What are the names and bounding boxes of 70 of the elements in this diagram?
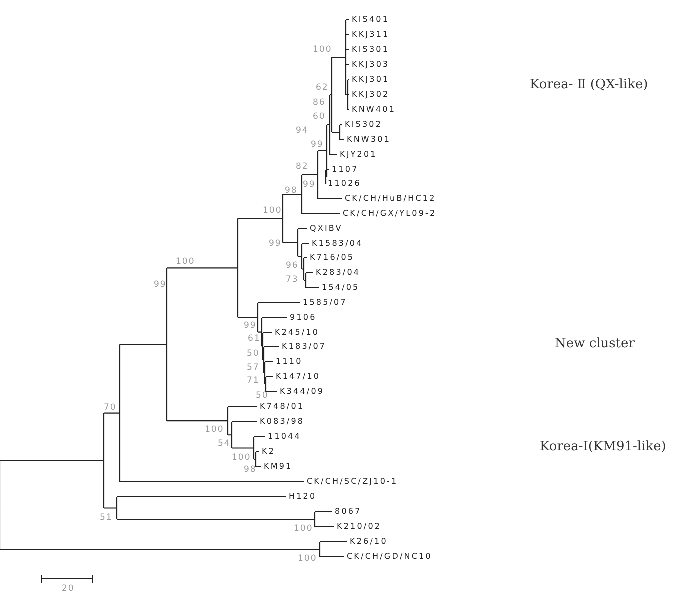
bootstrap-value: 54 (218, 440, 231, 448)
bootstrap-value: 100 (232, 454, 252, 462)
bootstrap-value: 50 (247, 350, 260, 358)
taxon-label: KIS302 (345, 121, 383, 129)
taxon-label: H120 (289, 493, 317, 501)
taxon-label: 1585/07 (303, 299, 348, 307)
bootstrap-value: 71 (247, 377, 260, 386)
bootstrap-value: 98 (285, 187, 298, 196)
clade-label: Korea-I(KM91-like) (540, 440, 666, 454)
clade-label: New cluster (555, 338, 635, 350)
taxon-label: K245/10 (275, 329, 320, 337)
bootstrap-value: 82 (296, 163, 309, 172)
taxon-label: K183/07 (282, 343, 327, 351)
bootstrap-value: 100 (294, 525, 314, 534)
bootstrap-value: 100 (263, 207, 282, 216)
taxon-label: K748/01 (260, 403, 305, 411)
taxon-label: K2 (262, 448, 276, 456)
bootstrap-value: 60 (313, 113, 326, 122)
taxon-label: 154/05 (322, 284, 360, 292)
taxon-label: K083/98 (260, 418, 305, 426)
bootstrap-value: 96 (286, 262, 299, 270)
bootstrap-value: 50 (256, 392, 269, 400)
bootstrap-value: 99 (154, 281, 167, 290)
taxon-label: KKJ301 (352, 76, 390, 84)
taxon-label: K716/05 (310, 254, 355, 262)
taxon-label: 9106 (290, 314, 317, 322)
bootstrap-value: 61 (248, 335, 261, 344)
taxon-label: CK/CH/GX/YL09-2 (343, 210, 437, 218)
taxon-label: K147/10 (276, 373, 321, 381)
taxon-label: CK/CH/GD/NC10 (347, 553, 432, 561)
taxon-label: KIS301 (352, 46, 390, 54)
bootstrap-value: 100 (176, 258, 196, 266)
taxon-label: 1107 (332, 166, 359, 174)
taxon-label: KM91 (264, 463, 293, 471)
taxon-label: 1110 (276, 358, 303, 366)
bootstrap-value: 100 (298, 555, 318, 564)
bootstrap-value: 57 (247, 364, 260, 372)
taxon-label: KNW301 (347, 136, 392, 144)
taxon-label: K344/09 (280, 388, 325, 396)
bootstrap-value: 99 (269, 240, 282, 248)
bootstrap-value: 100 (205, 426, 224, 434)
taxon-label: 11044 (268, 433, 302, 441)
taxon-label: K210/02 (337, 523, 382, 531)
bootstrap-value: 51 (100, 514, 113, 522)
taxon-label: K283/04 (316, 269, 361, 277)
clade-label: Korea- Ⅱ (QX-like) (530, 78, 648, 92)
bootstrap-value: 86 (313, 99, 326, 108)
taxon-label: KIS401 (352, 16, 390, 24)
taxon-label: K1583/04 (312, 240, 364, 248)
bootstrap-value: 62 (316, 84, 329, 92)
bootstrap-value: 94 (296, 127, 309, 136)
taxon-label: KKJ311 (352, 31, 390, 39)
taxon-label: KKJ303 (352, 61, 390, 69)
bootstrap-value: 98 (244, 466, 257, 474)
taxon-label: KNW401 (352, 106, 396, 114)
taxon-label: 8067 (335, 508, 362, 516)
bootstrap-value: 73 (286, 276, 299, 284)
taxon-label: KJY201 (340, 151, 378, 159)
bootstrap-value: 100 (313, 46, 332, 54)
bootstrap-value: 99 (303, 181, 316, 190)
taxon-label: CK/CH/SC/ZJ10-1 (307, 478, 398, 486)
taxon-label: K26/10 (350, 538, 388, 546)
bootstrap-value: 70 (104, 404, 117, 412)
taxon-label: CK/CH/HuB/HC12 (345, 195, 436, 203)
bootstrap-value: 99 (244, 322, 257, 330)
bootstrap-value: 99 (311, 141, 324, 150)
taxon-label: 11026 (328, 180, 362, 188)
scale-label: 20 (62, 585, 75, 593)
taxon-label: KKJ302 (352, 91, 390, 99)
taxon-label: QXIBV (310, 225, 343, 233)
